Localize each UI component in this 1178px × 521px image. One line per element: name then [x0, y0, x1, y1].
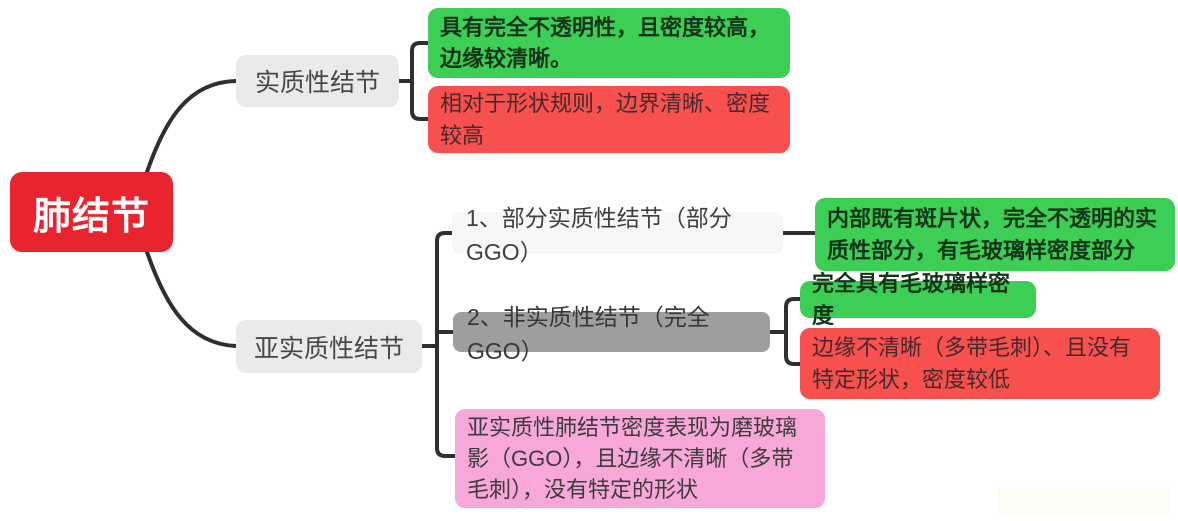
note-solid-green[interactable]: 具有完全不透明性，且密度较高，边缘较清晰。 — [428, 8, 790, 78]
faint-watermark-patch — [998, 487, 1170, 516]
connector-root-sub — [145, 250, 238, 348]
connector-n2-bracket — [784, 297, 802, 366]
note-subsolid-pink[interactable]: 亚实质性肺结节密度表现为磨玻璃影（GGO），且边缘不清晰（多带毛刺），没有特定的… — [455, 409, 825, 508]
root-node-label: 肺结节 — [32, 195, 150, 238]
note-solid-green-text: 具有完全不透明性，且密度较高，边缘较清晰。 — [440, 14, 771, 71]
note-non-solid-green[interactable]: 完全具有毛玻璃样密度 — [800, 271, 1036, 328]
connector-solid-bracket — [410, 41, 430, 121]
note-subsolid-pink-text: 亚实质性肺结节密度表现为磨玻璃影（GGO），且边缘不清晰（多带毛刺），没有特定的… — [467, 414, 798, 503]
branch-solid-label: 实质性结节 — [254, 69, 380, 97]
subtopic-partial-solid[interactable]: 1、部分实质性结节（部分GGO） — [452, 205, 783, 265]
note-non-solid-red-text: 边缘不清晰（多带毛刺）、且没有特定形状，密度较低 — [812, 335, 1132, 392]
branch-subsolid-nodule[interactable]: 亚实质性结节 — [236, 320, 422, 373]
note-non-solid-green-text: 完全具有毛玻璃样密度 — [812, 271, 1011, 328]
note-partial-solid-green-text: 内部既有斑片状，完全不透明的实质性部分，有毛玻璃样密度部分 — [827, 206, 1158, 263]
connector-root-solid — [145, 79, 238, 174]
note-solid-red[interactable]: 相对于形状规则，边界清晰、密度较高 — [428, 86, 790, 153]
note-partial-solid-green[interactable]: 内部既有斑片状，完全不透明的实质性部分，有毛玻璃样密度部分 — [815, 198, 1175, 271]
note-solid-red-text: 相对于形状规则，边界清晰、密度较高 — [440, 91, 771, 148]
subtopic-non-solid[interactable]: 2、非实质性结节（完全GGO） — [453, 304, 770, 364]
branch-subsolid-label: 亚实质性结节 — [253, 334, 404, 363]
subtopic-partial-solid-label: 1、部分实质性结节（部分GGO） — [466, 205, 732, 265]
root-node-lung-nodule[interactable]: 肺结节 — [10, 172, 173, 252]
note-non-solid-red[interactable]: 边缘不清晰（多带毛刺）、且没有特定形状，密度较低 — [800, 328, 1160, 399]
subtopic-non-solid-label: 2、非实质性结节（完全GGO） — [467, 304, 710, 364]
branch-solid-nodule[interactable]: 实质性结节 — [236, 55, 399, 107]
